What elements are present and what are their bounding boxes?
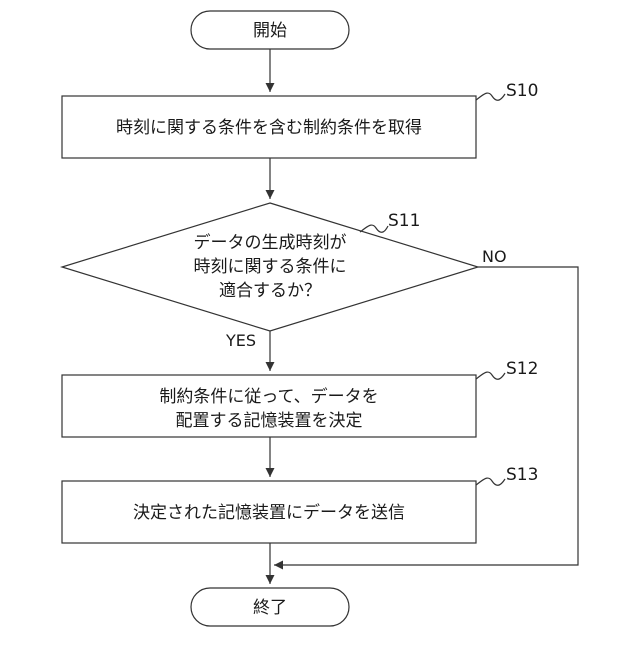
s13-leader	[476, 478, 505, 485]
s10-leader	[476, 93, 505, 100]
s10-step-label: S10	[506, 81, 538, 101]
s10-text: 時刻に関する条件を含む制約条件を取得	[116, 118, 422, 138]
step-s11: データの生成時刻が 時刻に関する条件に 適合するか？ S11	[62, 203, 478, 331]
s11-leader	[360, 225, 388, 232]
s11-text-line-1: データの生成時刻が	[194, 232, 347, 253]
step-s12: 制約条件に従って、データを 配置する記憶装置を決定 S12	[62, 359, 538, 437]
end-label: 終了	[253, 598, 287, 618]
start-terminator: 開始	[191, 11, 349, 49]
yes-branch-label: YES	[225, 331, 256, 350]
no-branch-label: NO	[482, 247, 507, 266]
s13-text: 決定された記憶装置にデータを送信	[133, 502, 405, 523]
s11-text-line-2: 時刻に関する条件に	[194, 257, 347, 277]
step-s13: 決定された記憶装置にデータを送信 S13	[62, 465, 538, 543]
s12-text-line-1: 制約条件に従って、データを	[159, 386, 378, 407]
s12-leader	[476, 372, 505, 379]
s11-step-label: S11	[388, 211, 420, 231]
s12-step-label: S12	[506, 359, 538, 379]
step-s10: 時刻に関する条件を含む制約条件を取得 S10	[62, 81, 538, 158]
s13-step-label: S13	[506, 465, 538, 485]
end-terminator: 終了	[191, 588, 349, 626]
start-label: 開始	[253, 21, 287, 41]
s11-text-line-3: 適合するか？	[219, 281, 321, 301]
s12-text-line-2: 配置する記憶装置を決定	[176, 411, 363, 431]
